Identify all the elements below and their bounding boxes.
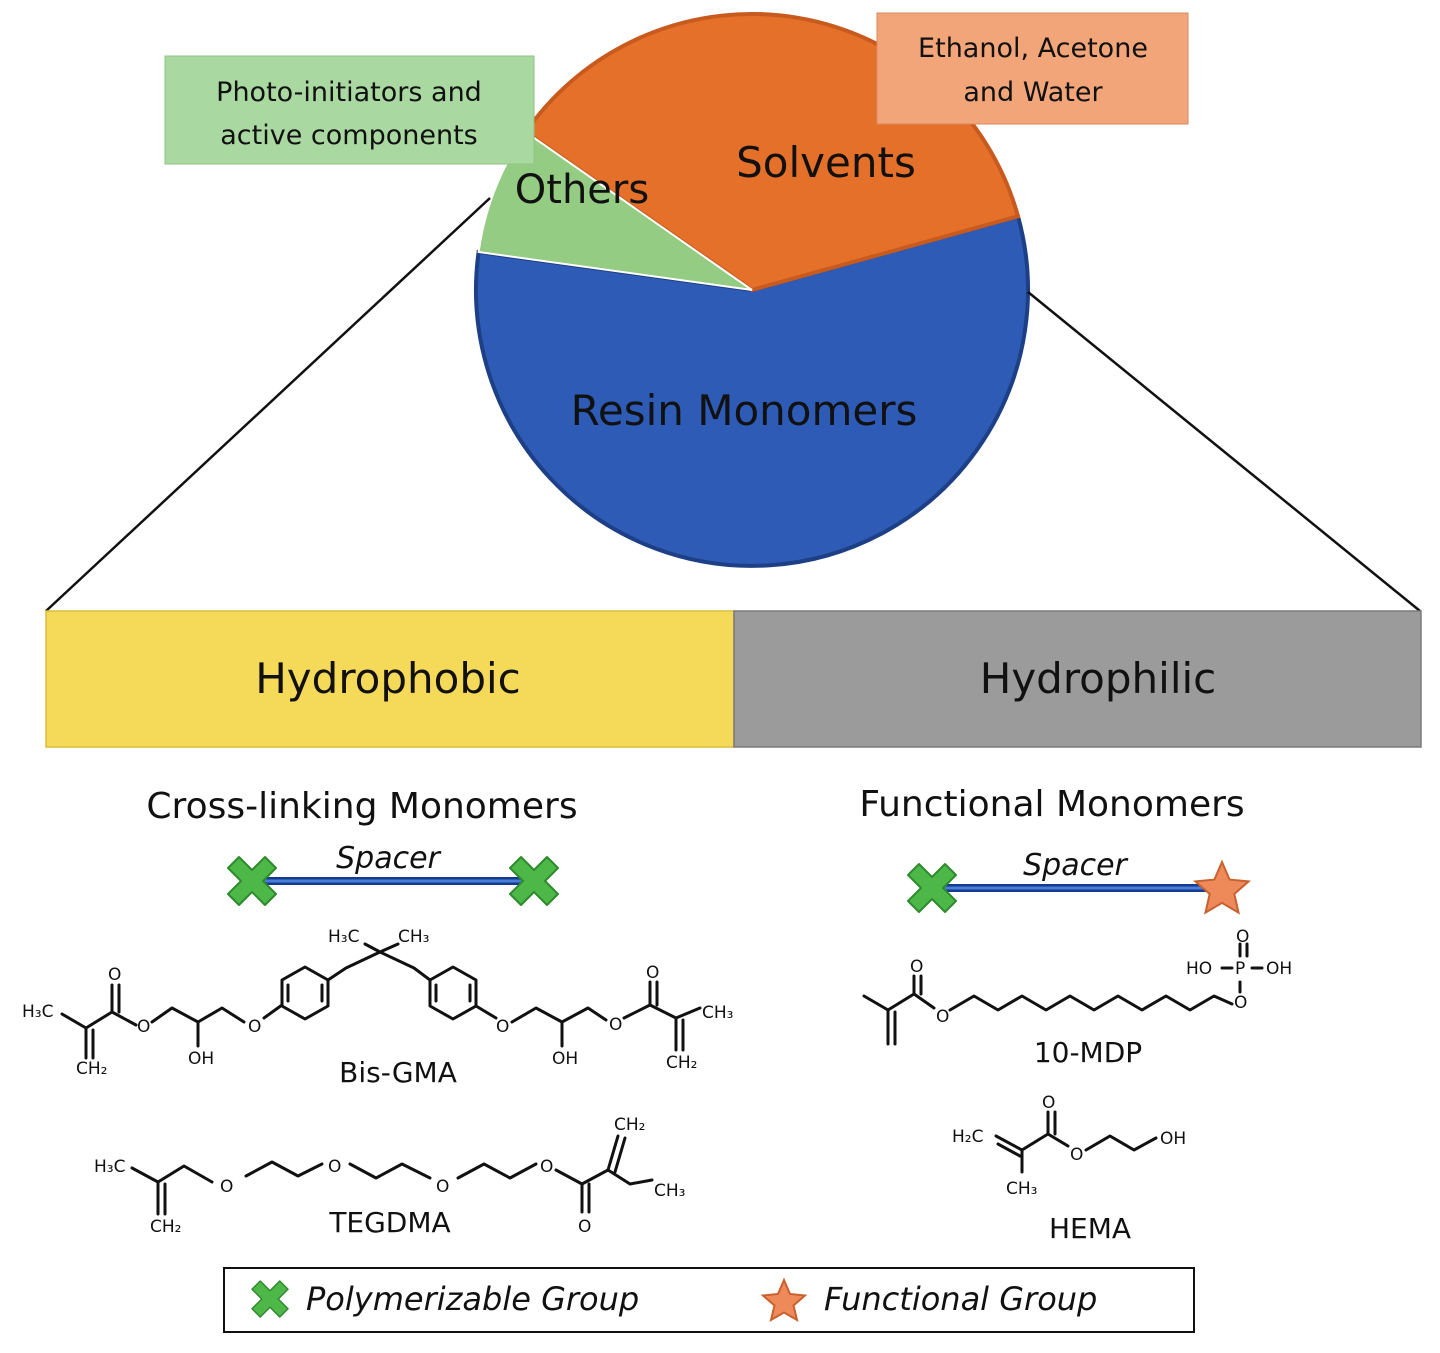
legend-polymerizable-group: Polymerizable Group (306, 1280, 639, 1318)
tegdma-ether-o-3: O (436, 1177, 449, 1197)
tegdma-ether-o-1: O (220, 1177, 233, 1197)
callout-solvents-line2: and Water (963, 77, 1103, 108)
category-label-hydrophobic: Hydrophobic (255, 654, 521, 703)
bisgma-h3c-left: H₃C (22, 1002, 53, 1022)
subtitle-functional-monomers: Functional Monomers (859, 784, 1244, 825)
bisgma-h3c-top: H₃C (328, 927, 359, 947)
mdp-ho: HO (1186, 959, 1212, 979)
crosslinker-schematic: Spacer (227, 841, 559, 906)
pie-chart: Solvents Resin Monomers Others (474, 12, 1030, 568)
hema-oh: OH (1160, 1129, 1186, 1149)
bisgma-carbonyl-o-left: O (108, 965, 121, 985)
bisgma-oh-right: OH (552, 1049, 578, 1069)
hema-h2c: H₂C (952, 1127, 983, 1147)
molecule-name-hema: HEMA (1049, 1212, 1131, 1245)
tegdma-ch3: CH₃ (654, 1181, 685, 1201)
mdp-oh: OH (1266, 959, 1292, 979)
bisgma-ester-o-right: O (609, 1015, 622, 1035)
tegdma-ch2-top: CH₂ (614, 1115, 645, 1135)
tegdma-ch2: CH₂ (150, 1217, 181, 1237)
pie-slice-resin-monomers (474, 213, 1030, 568)
mdp-carbonyl-o: O (910, 957, 923, 977)
category-bar-hydrophobic: Hydrophobic (45, 610, 735, 748)
tegdma-carbonyl-o: O (578, 1217, 591, 1237)
callout-solvents: Ethanol, Acetone and Water (876, 12, 1189, 125)
spacer-label: Spacer (1023, 848, 1128, 883)
legend: Polymerizable Group Functional Group (223, 1267, 1195, 1333)
callout-others-line1: Photo-initiators and (216, 77, 482, 108)
mdp-phosphoryl-o: O (1236, 927, 1249, 947)
bisgma-carbonyl-o-right: O (646, 963, 659, 983)
callout-solvents-line1: Ethanol, Acetone (918, 33, 1148, 64)
pie-label-others: Others (515, 167, 649, 213)
bisgma-ch3-top: CH₃ (398, 927, 429, 947)
molecule-name-10mdp: 10-MDP (1034, 1036, 1142, 1069)
molecule-10mdp: O O O O HO P OH 10-MDP (862, 927, 1292, 1069)
expansion-line-left (45, 197, 491, 612)
tegdma-ether-o-2: O (328, 1157, 341, 1177)
mdp-phosphate-ester-o: O (1234, 993, 1247, 1013)
category-bar-hydrophilic: Hydrophilic (733, 610, 1422, 748)
bisgma-oh-left: OH (188, 1049, 214, 1069)
hema-carbonyl-o: O (1042, 1093, 1055, 1113)
pie-label-resin-monomers: Resin Monomers (571, 386, 918, 435)
legend-star-icon (760, 1277, 808, 1323)
bisgma-ether-o-right: O (496, 1017, 509, 1037)
molecule-hema: H₂C O O OH CH₃ HEMA (952, 1093, 1186, 1245)
bisgma-ester-o-left: O (137, 1017, 150, 1037)
mdp-ester-o: O (936, 1007, 949, 1027)
tegdma-h3c: H₃C (94, 1157, 125, 1177)
legend-functional-group: Functional Group (824, 1280, 1097, 1318)
pie-label-solvents: Solvents (736, 138, 916, 187)
category-label-hydrophilic: Hydrophilic (980, 654, 1217, 703)
functional-schematic: Spacer (907, 848, 1251, 915)
bisgma-ch2-left: CH₂ (76, 1059, 107, 1079)
bisgma-ether-o-left: O (248, 1017, 261, 1037)
molecule-bisgma: H₃C CH₂ O O OH O H₃C CH₃ O OH O O CH₃ CH… (22, 927, 733, 1089)
callout-others: Photo-initiators and active components (164, 55, 535, 165)
callout-others-line2: active components (220, 120, 477, 151)
hema-ester-o: O (1070, 1145, 1083, 1165)
hema-ch3: CH₃ (1006, 1179, 1037, 1199)
functional-group-star-icon (1193, 859, 1251, 915)
tegdma-ester-o: O (540, 1157, 553, 1177)
subtitle-cross-linking-monomers: Cross-linking Monomers (146, 786, 577, 827)
expansion-line-right (1027, 291, 1421, 612)
mdp-p: P (1235, 959, 1245, 979)
spacer-label: Spacer (336, 841, 441, 876)
molecule-tegdma: H₃C CH₂ O O O O O CH₂ CH₃ TEGDMA (94, 1115, 685, 1239)
molecule-name-bisgma: Bis-GMA (339, 1056, 457, 1089)
bisgma-ch2-right: CH₂ (666, 1053, 697, 1073)
bisgma-ch3-right: CH₃ (702, 1003, 733, 1023)
molecule-name-tegdma: TEGDMA (328, 1206, 450, 1239)
